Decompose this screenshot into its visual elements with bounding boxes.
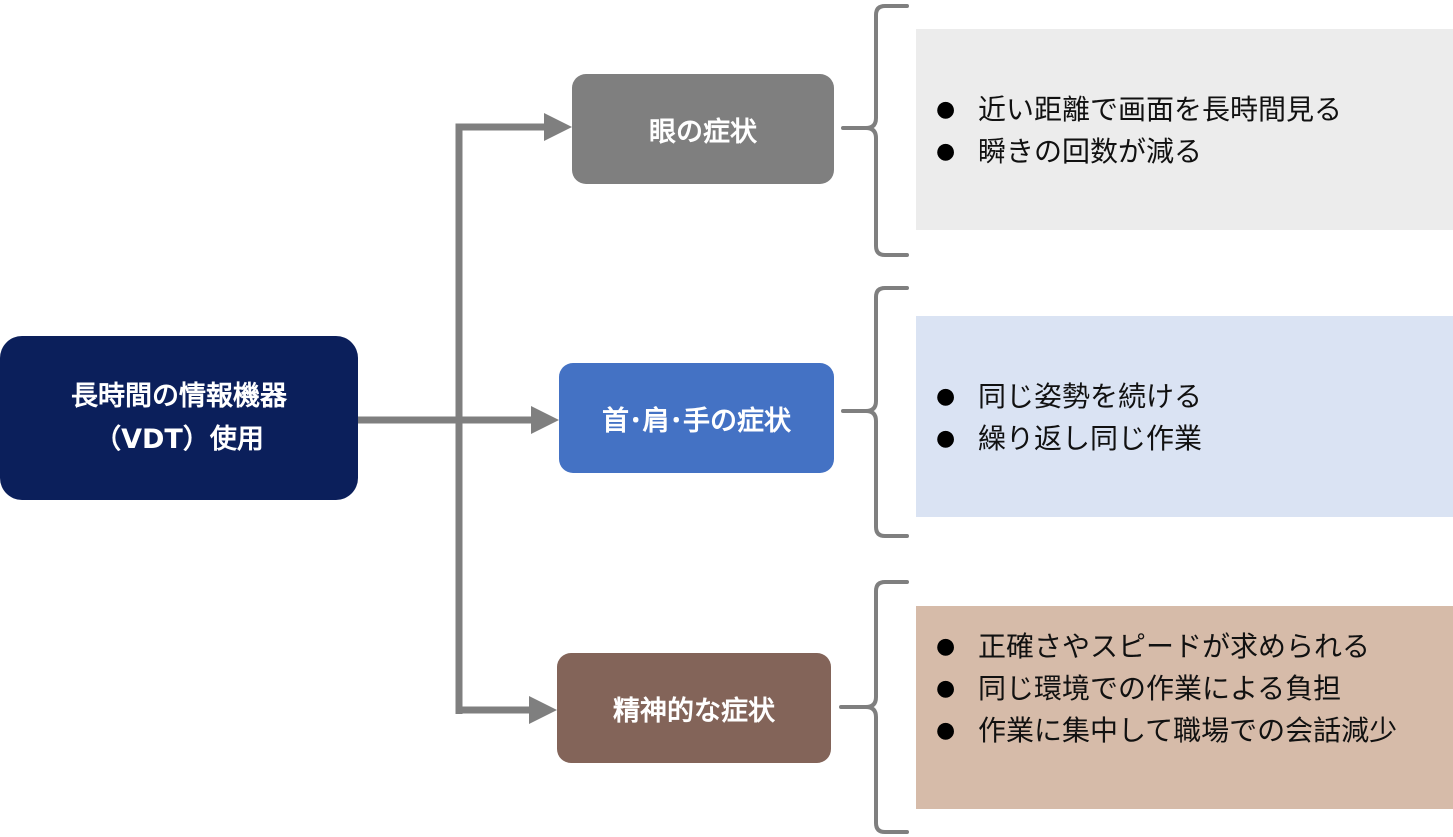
category-eyes-label: 眼の症状 bbox=[649, 116, 757, 148]
detail-panel-eyes: ● 近い距離で画面を長時間見る ● 瞬きの回数が減る bbox=[916, 29, 1453, 230]
category-mental: 精神的な症状 bbox=[557, 653, 831, 763]
detail-panel-body: ● 同じ姿勢を続ける ● 繰り返し同じ作業 bbox=[916, 316, 1453, 517]
category-neck-shoulder-hand: 首･肩･手の症状 bbox=[559, 363, 834, 473]
list-item: ● 作業に集中して職場での会話減少 bbox=[936, 710, 1423, 752]
list-item: ● 同じ姿勢を続ける bbox=[936, 376, 1423, 418]
list-item: ● 同じ環境での作業による負担 bbox=[936, 668, 1423, 710]
detail-list-body: ● 同じ姿勢を続ける ● 繰り返し同じ作業 bbox=[936, 376, 1423, 460]
list-item: ● 繰り返し同じ作業 bbox=[936, 418, 1423, 460]
detail-text: 同じ環境での作業による負担 bbox=[978, 672, 1342, 705]
list-item: ● 近い距離で画面を長時間見る bbox=[936, 89, 1423, 131]
detail-text: 同じ姿勢を続ける bbox=[978, 380, 1203, 413]
bullet-icon: ● bbox=[936, 97, 956, 122]
detail-panel-mental: ● 正確さやスピードが求められる ● 同じ環境での作業による負担 ● 作業に集中… bbox=[916, 606, 1453, 809]
detail-text: 正確さやスピードが求められる bbox=[978, 630, 1371, 663]
bullet-icon: ● bbox=[936, 676, 956, 701]
category-mental-label: 精神的な症状 bbox=[613, 695, 775, 727]
arrowhead-eyes bbox=[544, 113, 572, 141]
category-body-label: 首･肩･手の症状 bbox=[602, 405, 791, 437]
arrowhead-mental bbox=[529, 696, 557, 724]
bullet-icon: ● bbox=[936, 139, 956, 164]
arrowhead-body bbox=[531, 406, 559, 434]
brace-mental bbox=[839, 580, 909, 834]
detail-text: 瞬きの回数が減る bbox=[978, 135, 1203, 168]
source-line-1: 長時間の情報機器 bbox=[71, 381, 287, 412]
brace-eyes bbox=[841, 4, 909, 257]
brace-body bbox=[841, 286, 909, 538]
category-eyes: 眼の症状 bbox=[572, 74, 834, 184]
source-node: 長時間の情報機器 （VDT）使用 bbox=[0, 336, 358, 500]
detail-list-mental: ● 正確さやスピードが求められる ● 同じ環境での作業による負担 ● 作業に集中… bbox=[936, 626, 1423, 752]
detail-text: 近い距離で画面を長時間見る bbox=[978, 93, 1343, 126]
detail-text: 繰り返し同じ作業 bbox=[978, 422, 1203, 455]
bullet-icon: ● bbox=[936, 384, 956, 409]
list-item: ● 瞬きの回数が減る bbox=[936, 131, 1423, 173]
detail-list-eyes: ● 近い距離で画面を長時間見る ● 瞬きの回数が減る bbox=[936, 89, 1423, 173]
bullet-icon: ● bbox=[936, 634, 956, 659]
bullet-icon: ● bbox=[936, 426, 956, 451]
bullet-icon: ● bbox=[936, 718, 956, 743]
detail-text: 作業に集中して職場での会話減少 bbox=[978, 714, 1398, 747]
source-line-2: （VDT）使用 bbox=[94, 424, 264, 455]
list-item: ● 正確さやスピードが求められる bbox=[936, 626, 1423, 668]
